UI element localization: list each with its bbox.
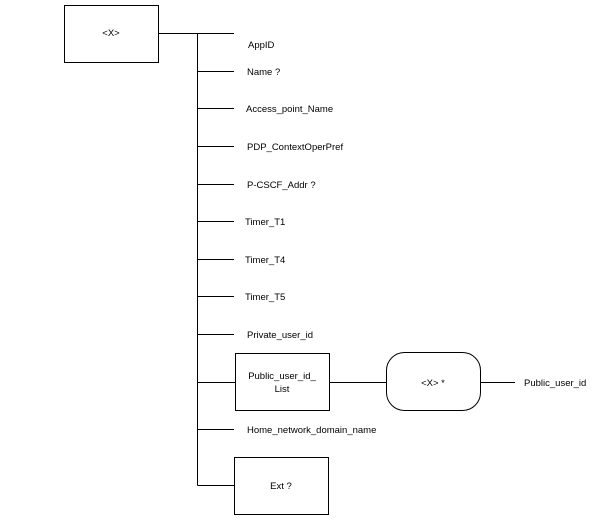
branch-timer-t1: Timer_T1 [197,217,285,228]
node-private-user-id: Private_user_id [247,330,313,341]
branch-timer-t4: Timer_T4 [197,255,285,266]
node-list-element: <X> * [421,378,445,389]
node-pcscf: P-CSCF_Addr ? [247,180,316,191]
node-public-user-id-list-line2: List [275,384,290,395]
branch-public-user-id-list: Public_user_id_ List <X> * Public_user_i… [197,352,586,411]
node-access-point-name: Access_point_Name [246,104,333,115]
list-element-node [386,352,481,411]
root-label: <X> [102,28,120,39]
node-ext: Ext ? [270,481,292,492]
branch-access-point-name: Access_point_Name [197,104,333,115]
node-home-network-domain-name: Home_network_domain_name [247,425,376,436]
node-appid: AppID [248,40,275,51]
branch-private-user-id: Private_user_id [197,330,313,341]
node-public-user-id: Public_user_id [524,378,586,389]
node-timer-t1: Timer_T1 [245,217,285,228]
branch-home-network-domain-name: Home_network_domain_name [197,425,376,436]
branch-ext: Ext ? [197,457,329,515]
branch-pdp-context: PDP_ContextOperPref [197,142,343,153]
branch-appid: AppID [248,40,275,51]
branch-pcscf: P-CSCF_Addr ? [197,180,316,191]
branch-timer-t5: Timer_T5 [197,292,285,303]
branch-name: Name ? [197,67,280,78]
root-node: <X> [64,5,159,63]
node-public-user-id-list-line1: Public_user_id_ [248,371,316,382]
node-name: Name ? [247,67,280,78]
node-pdp-context: PDP_ContextOperPref [247,142,343,153]
node-timer-t5: Timer_T5 [245,292,285,303]
node-timer-t4: Timer_T4 [245,255,285,266]
